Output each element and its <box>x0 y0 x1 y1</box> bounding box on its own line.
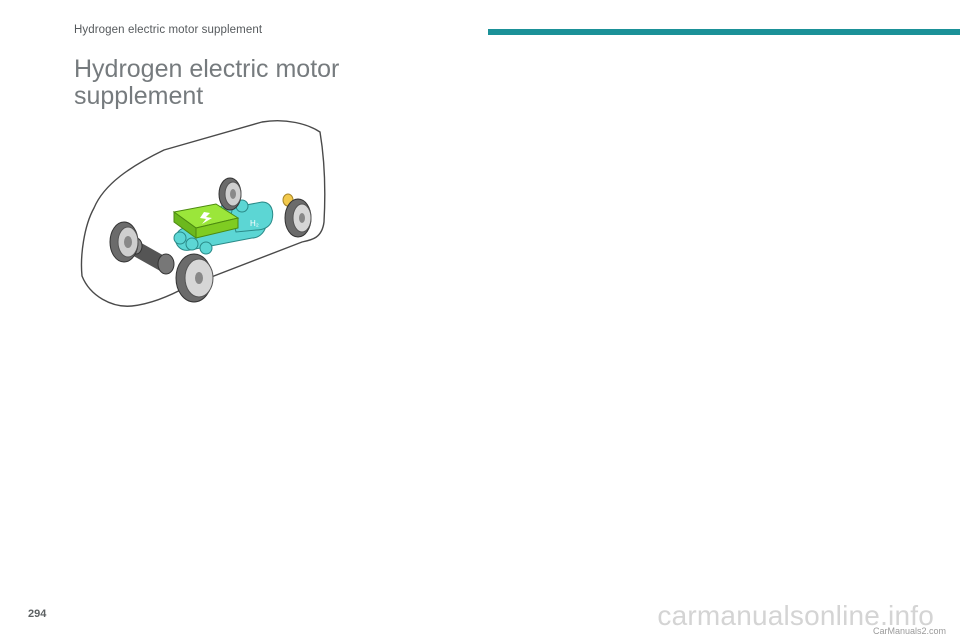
front-right-wheel <box>284 198 312 238</box>
watermark: carmanualsonline.info <box>657 600 934 631</box>
page-title: Hydrogen electric motor supplement <box>74 55 340 110</box>
hydrogen-vehicle-illustration: H₂ <box>80 120 326 307</box>
h2-label: H₂ <box>250 219 259 228</box>
traction-battery <box>172 203 240 239</box>
rear-left-wheel <box>109 221 139 263</box>
watermark-small: CarManuals2.com <box>872 626 946 636</box>
page-number: 294 <box>28 608 47 620</box>
running-header: Hydrogen electric motor supplement <box>74 24 263 36</box>
rear-right-wheel <box>218 177 242 211</box>
front-left-wheel <box>175 253 214 303</box>
header-accent-bar <box>488 29 960 35</box>
